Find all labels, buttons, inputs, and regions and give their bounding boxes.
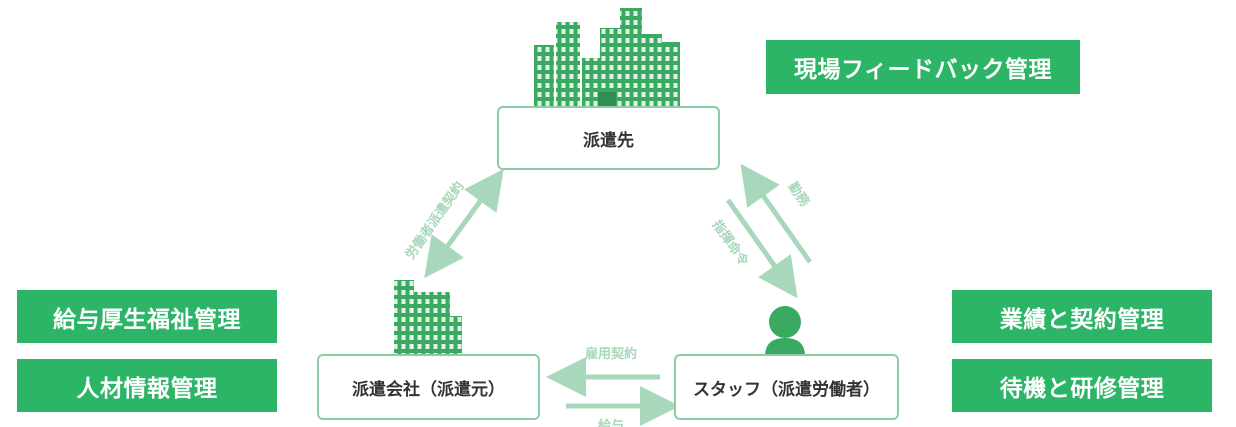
standby-tag: 待機と研修管理 bbox=[952, 359, 1212, 412]
city-buildings-icon bbox=[534, 8, 680, 107]
performance-tag: 業績と契約管理 bbox=[952, 290, 1212, 343]
person-icon bbox=[765, 306, 805, 356]
salary-label: 給与 bbox=[598, 418, 624, 427]
client-node-label: 派遣先 bbox=[583, 130, 634, 151]
agency-node-label: 派遣会社（派遣元） bbox=[352, 379, 505, 400]
feedback-tag: 現場フィードバック管理 bbox=[766, 40, 1080, 94]
standby-tag-label: 待機と研修管理 bbox=[999, 375, 1165, 402]
staff-node-label: スタッフ（派遣労働者） bbox=[693, 379, 880, 400]
performance-tag-label: 業績と契約管理 bbox=[999, 306, 1165, 333]
talent-tag: 人材情報管理 bbox=[17, 359, 277, 412]
agency-node: 派遣会社（派遣元） bbox=[317, 354, 540, 420]
work-arrow bbox=[740, 163, 813, 264]
dispatch-contract-arrow bbox=[424, 168, 504, 279]
welfare-tag-label: 給与厚生福祉管理 bbox=[53, 306, 241, 333]
employment-contract-label: 雇用契約 bbox=[585, 346, 637, 362]
dispatch-contract-label: 労働者派遣契約 bbox=[402, 179, 467, 263]
client-node: 派遣先 bbox=[497, 106, 720, 170]
instruction-arrow bbox=[725, 198, 798, 299]
welfare-tag: 給与厚生福祉管理 bbox=[17, 290, 277, 343]
staff-node: スタッフ（派遣労働者） bbox=[674, 354, 899, 420]
work-label: 勤務 bbox=[785, 179, 814, 210]
feedback-tag-label: 現場フィードバック管理 bbox=[793, 57, 1053, 83]
office-building-icon bbox=[394, 280, 462, 354]
talent-tag-label: 人材情報管理 bbox=[76, 375, 218, 402]
